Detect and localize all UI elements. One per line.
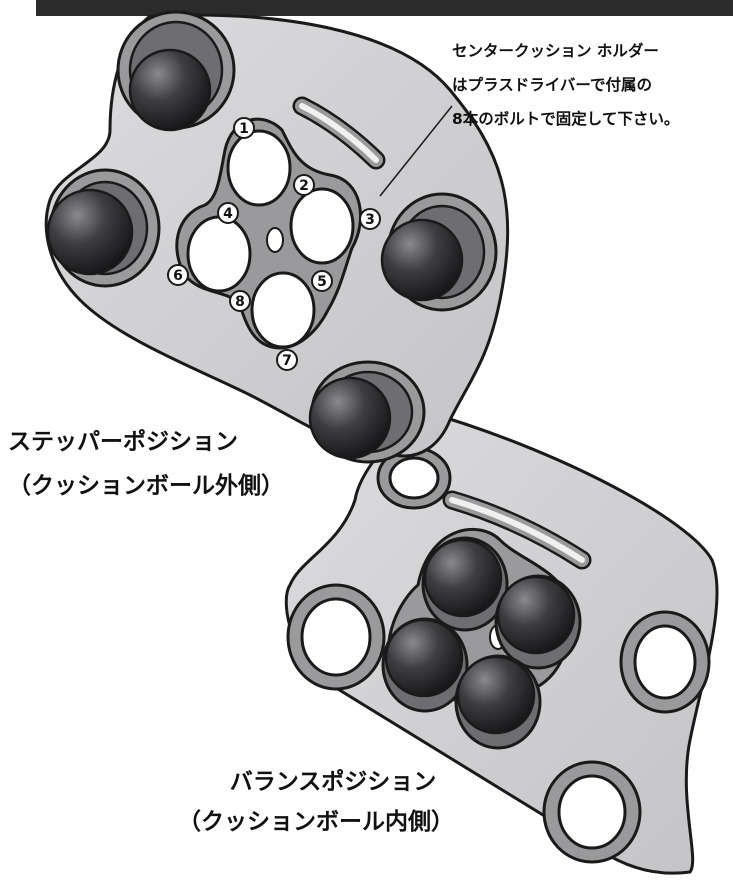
balance-plate bbox=[284, 408, 719, 875]
annotation-line: はプラスドライバーで付属の bbox=[452, 76, 652, 94]
balance-cushion-ball bbox=[454, 654, 542, 750]
bolt-marker: 7 bbox=[276, 349, 298, 371]
annotation-line: 8本のボルトで固定して下さい。 bbox=[452, 110, 680, 128]
balance-corner-ring bbox=[542, 760, 642, 864]
bolt-number: 3 bbox=[365, 212, 375, 228]
balance-position-title: バランスポジション bbox=[229, 769, 437, 795]
bolt-marker: 5 bbox=[311, 270, 333, 292]
center-hole bbox=[266, 227, 284, 253]
stepper-cushion-ball bbox=[380, 192, 498, 312]
balance-cushion-ball bbox=[381, 617, 469, 713]
bolt-number: 8 bbox=[235, 294, 245, 310]
annotation-line: センタークッション ホルダー bbox=[452, 42, 659, 60]
bolt-marker: 4 bbox=[217, 202, 239, 224]
center-holder-annotation: センタークッション ホルダー はプラスドライバーで付属の 8本のボルトで固定して… bbox=[452, 34, 679, 136]
bolt-number: 5 bbox=[317, 274, 327, 290]
holder-hole bbox=[226, 129, 292, 207]
balance-position-subtitle: （クッションボール内側） bbox=[178, 809, 454, 835]
bolt-marker: 2 bbox=[293, 174, 315, 196]
bolt-marker: 6 bbox=[167, 264, 189, 286]
balance-corner-ring bbox=[619, 610, 711, 714]
balance-corner-ring bbox=[376, 446, 452, 510]
bolt-number: 1 bbox=[239, 121, 249, 137]
stepper-position-title: ステッパーポジション bbox=[8, 429, 238, 455]
stepper-position-label: ステッパーポジション （クッションボール外側） bbox=[8, 420, 284, 508]
header-bar bbox=[36, 0, 733, 16]
stepper-cushion-ball bbox=[46, 168, 161, 288]
balance-corner-ring bbox=[286, 583, 386, 691]
bolt-number: 7 bbox=[282, 353, 292, 369]
holder-hole bbox=[250, 271, 316, 349]
holder-hole bbox=[289, 187, 355, 265]
stepper-position-subtitle: （クッションボール外側） bbox=[8, 473, 284, 499]
stepper-plate: 1 2 3 4 5 6 7 8 bbox=[44, 10, 510, 464]
bolt-number: 6 bbox=[173, 268, 183, 284]
bolt-marker: 8 bbox=[229, 290, 251, 312]
balance-position-label: バランスポジション （クッションボール内側） bbox=[178, 762, 454, 842]
bolt-marker: 1 bbox=[233, 117, 255, 139]
bolt-marker: 3 bbox=[359, 208, 381, 230]
stepper-cushion-ball bbox=[116, 10, 236, 132]
balance-cushion-ball bbox=[421, 536, 509, 632]
bolt-number: 2 bbox=[299, 178, 309, 194]
stepper-cushion-ball bbox=[308, 360, 426, 464]
holder-hole bbox=[186, 215, 252, 293]
bolt-number: 4 bbox=[223, 206, 233, 222]
annotation-leader-line bbox=[379, 105, 453, 197]
balance-cushion-ball bbox=[494, 574, 582, 670]
